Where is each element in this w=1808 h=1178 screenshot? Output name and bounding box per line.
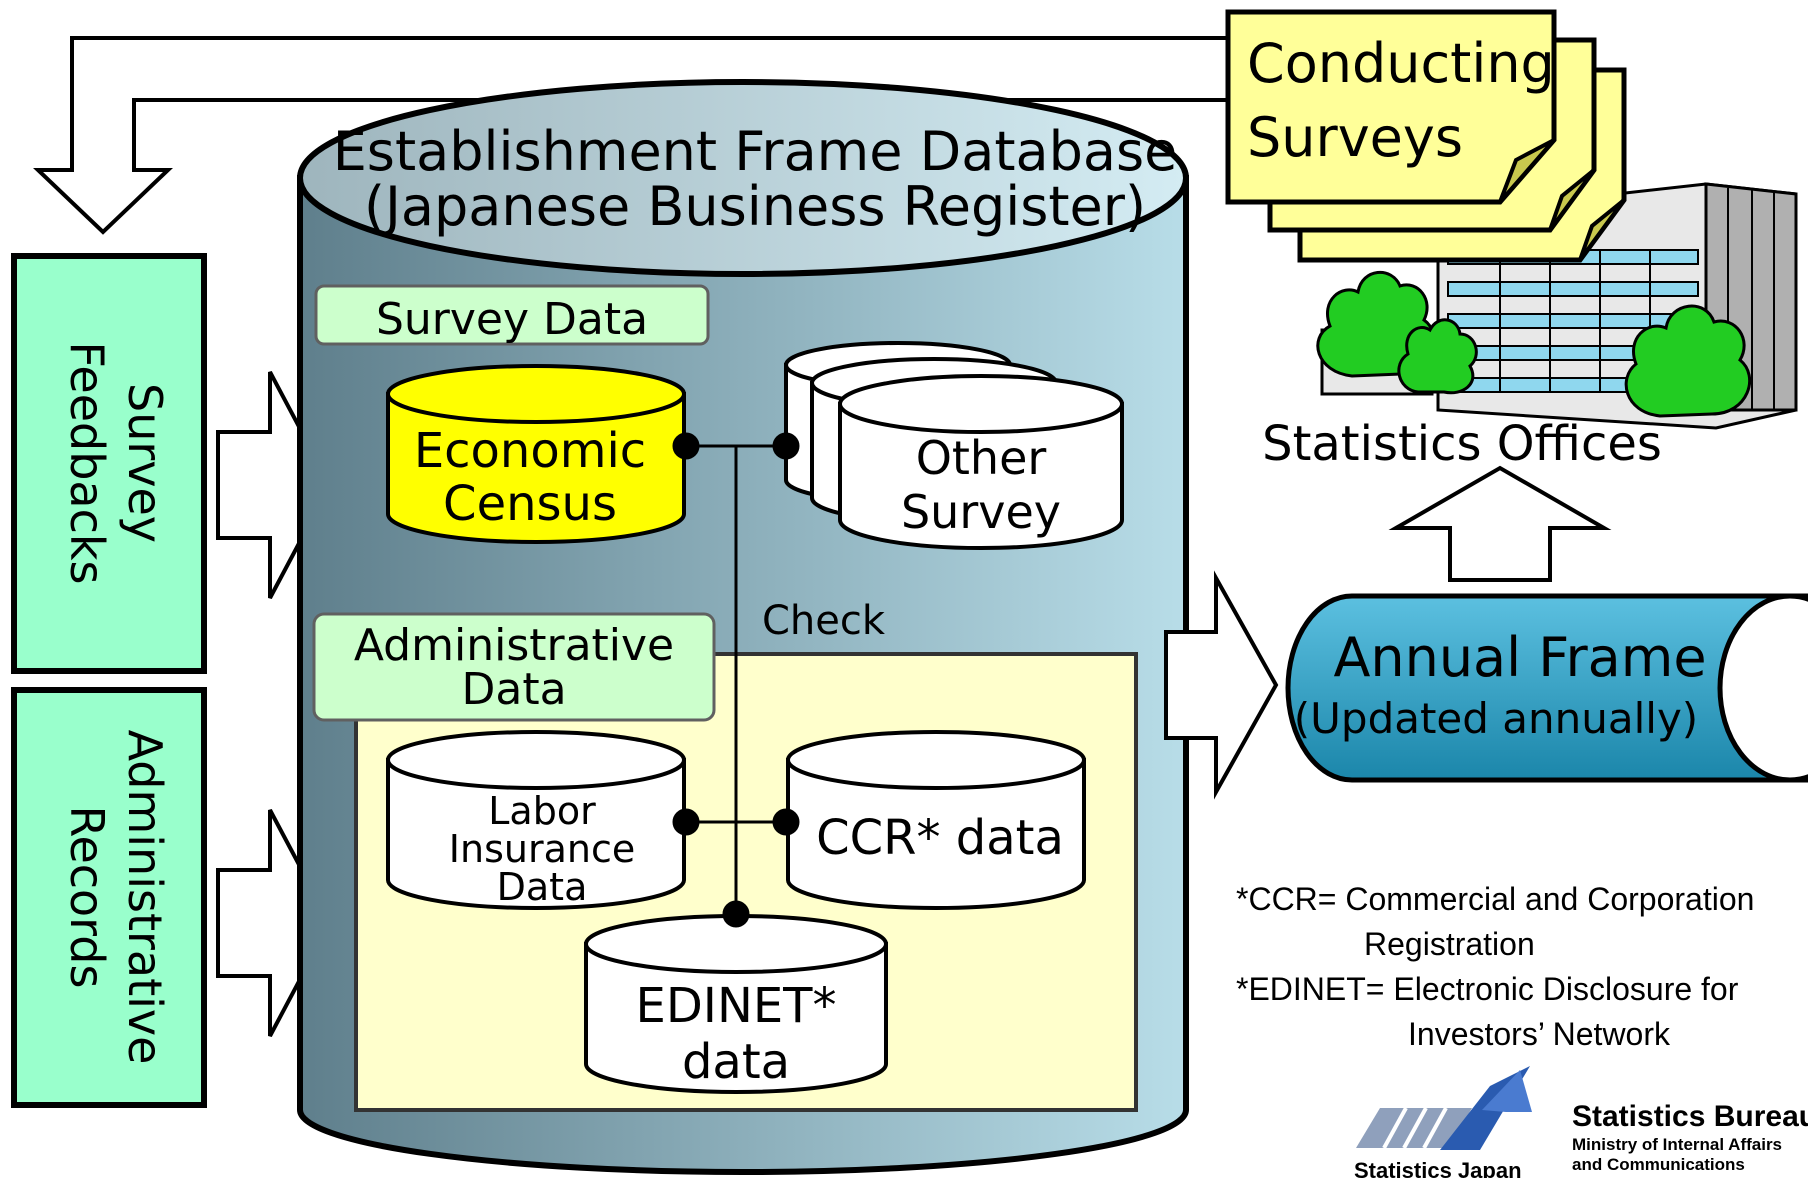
- administrative-data-label-box: [312, 612, 716, 722]
- tree-icons: [1316, 270, 1752, 418]
- survey-data-label-box: [314, 284, 710, 346]
- conducting-surveys-line2: Surveys: [1247, 106, 1463, 169]
- survey-feedbacks-line1: Survey: [118, 383, 172, 543]
- labor-insurance-cylinder: [386, 730, 686, 910]
- statistics-japan-logo: [1356, 1066, 1532, 1150]
- economic-census-line2: Census: [443, 476, 617, 532]
- statistics-offices-label: Statistics Offices: [1262, 416, 1662, 472]
- survey-feedbacks-line2: Feedbacks: [60, 341, 114, 584]
- other-survey-cylinders: [784, 341, 1124, 550]
- check-label: Check: [762, 598, 886, 644]
- annual-frame-title: Annual Frame: [1333, 626, 1706, 689]
- ministry-label-line2: and Communications: [1572, 1155, 1745, 1174]
- ccr-label: CCR* data: [816, 810, 1064, 866]
- check-connectors: [672, 432, 800, 928]
- other-survey-line2: Survey: [901, 485, 1061, 539]
- labor-insurance-line3: Data: [497, 865, 588, 909]
- annual-frame-subtitle: (Updated annually): [1294, 694, 1698, 743]
- note-ccr-line2: Registration: [1364, 926, 1535, 962]
- annual-frame-arrow: [1164, 570, 1279, 800]
- administrative-records-line1: Administrative: [118, 730, 172, 1065]
- labor-insurance-line1: Labor: [488, 789, 596, 833]
- administrative-data-label-line2: Data: [461, 664, 566, 715]
- ccr-cylinder: [786, 730, 1086, 910]
- statistics-japan-label: Statistics Japan: [1354, 1158, 1522, 1178]
- conducting-surveys-line1: Conducting: [1247, 32, 1555, 95]
- edinet-cylinder: [584, 914, 888, 1094]
- labor-insurance-line2: Insurance: [449, 827, 635, 871]
- edinet-line1: EDINET*: [636, 978, 837, 1034]
- edinet-line2: data: [682, 1034, 790, 1090]
- database-title-line2: (Japanese Business Register): [364, 175, 1146, 238]
- economic-census-line1: Economic: [414, 423, 646, 479]
- note-ccr-line1: *CCR= Commercial and Corporation: [1236, 881, 1754, 917]
- other-survey-line1: Other: [916, 431, 1047, 485]
- administrative-records-box: [11, 687, 207, 1108]
- administrative-records-line2: Records: [60, 806, 114, 989]
- administrative-data-label-line1: Administrative: [354, 620, 674, 671]
- statistics-bureau-label: Statistics Bureau: [1572, 1100, 1808, 1133]
- note-edinet-line2: Investors’ Network: [1408, 1016, 1671, 1052]
- survey-data-label: Survey Data: [376, 294, 648, 345]
- economic-census-cylinder: [386, 364, 686, 544]
- offices-up-arrow: [1388, 465, 1612, 582]
- conducting-surveys-documents: [1225, 9, 1627, 263]
- survey-feedbacks-box: [11, 253, 207, 674]
- annual-frame-cylinder: [1285, 593, 1808, 783]
- database-title-line1: Establishment Frame Database: [333, 120, 1178, 183]
- note-edinet-line1: *EDINET= Electronic Disclosure for: [1236, 971, 1739, 1007]
- ministry-label-line1: Ministry of Internal Affairs: [1572, 1135, 1782, 1154]
